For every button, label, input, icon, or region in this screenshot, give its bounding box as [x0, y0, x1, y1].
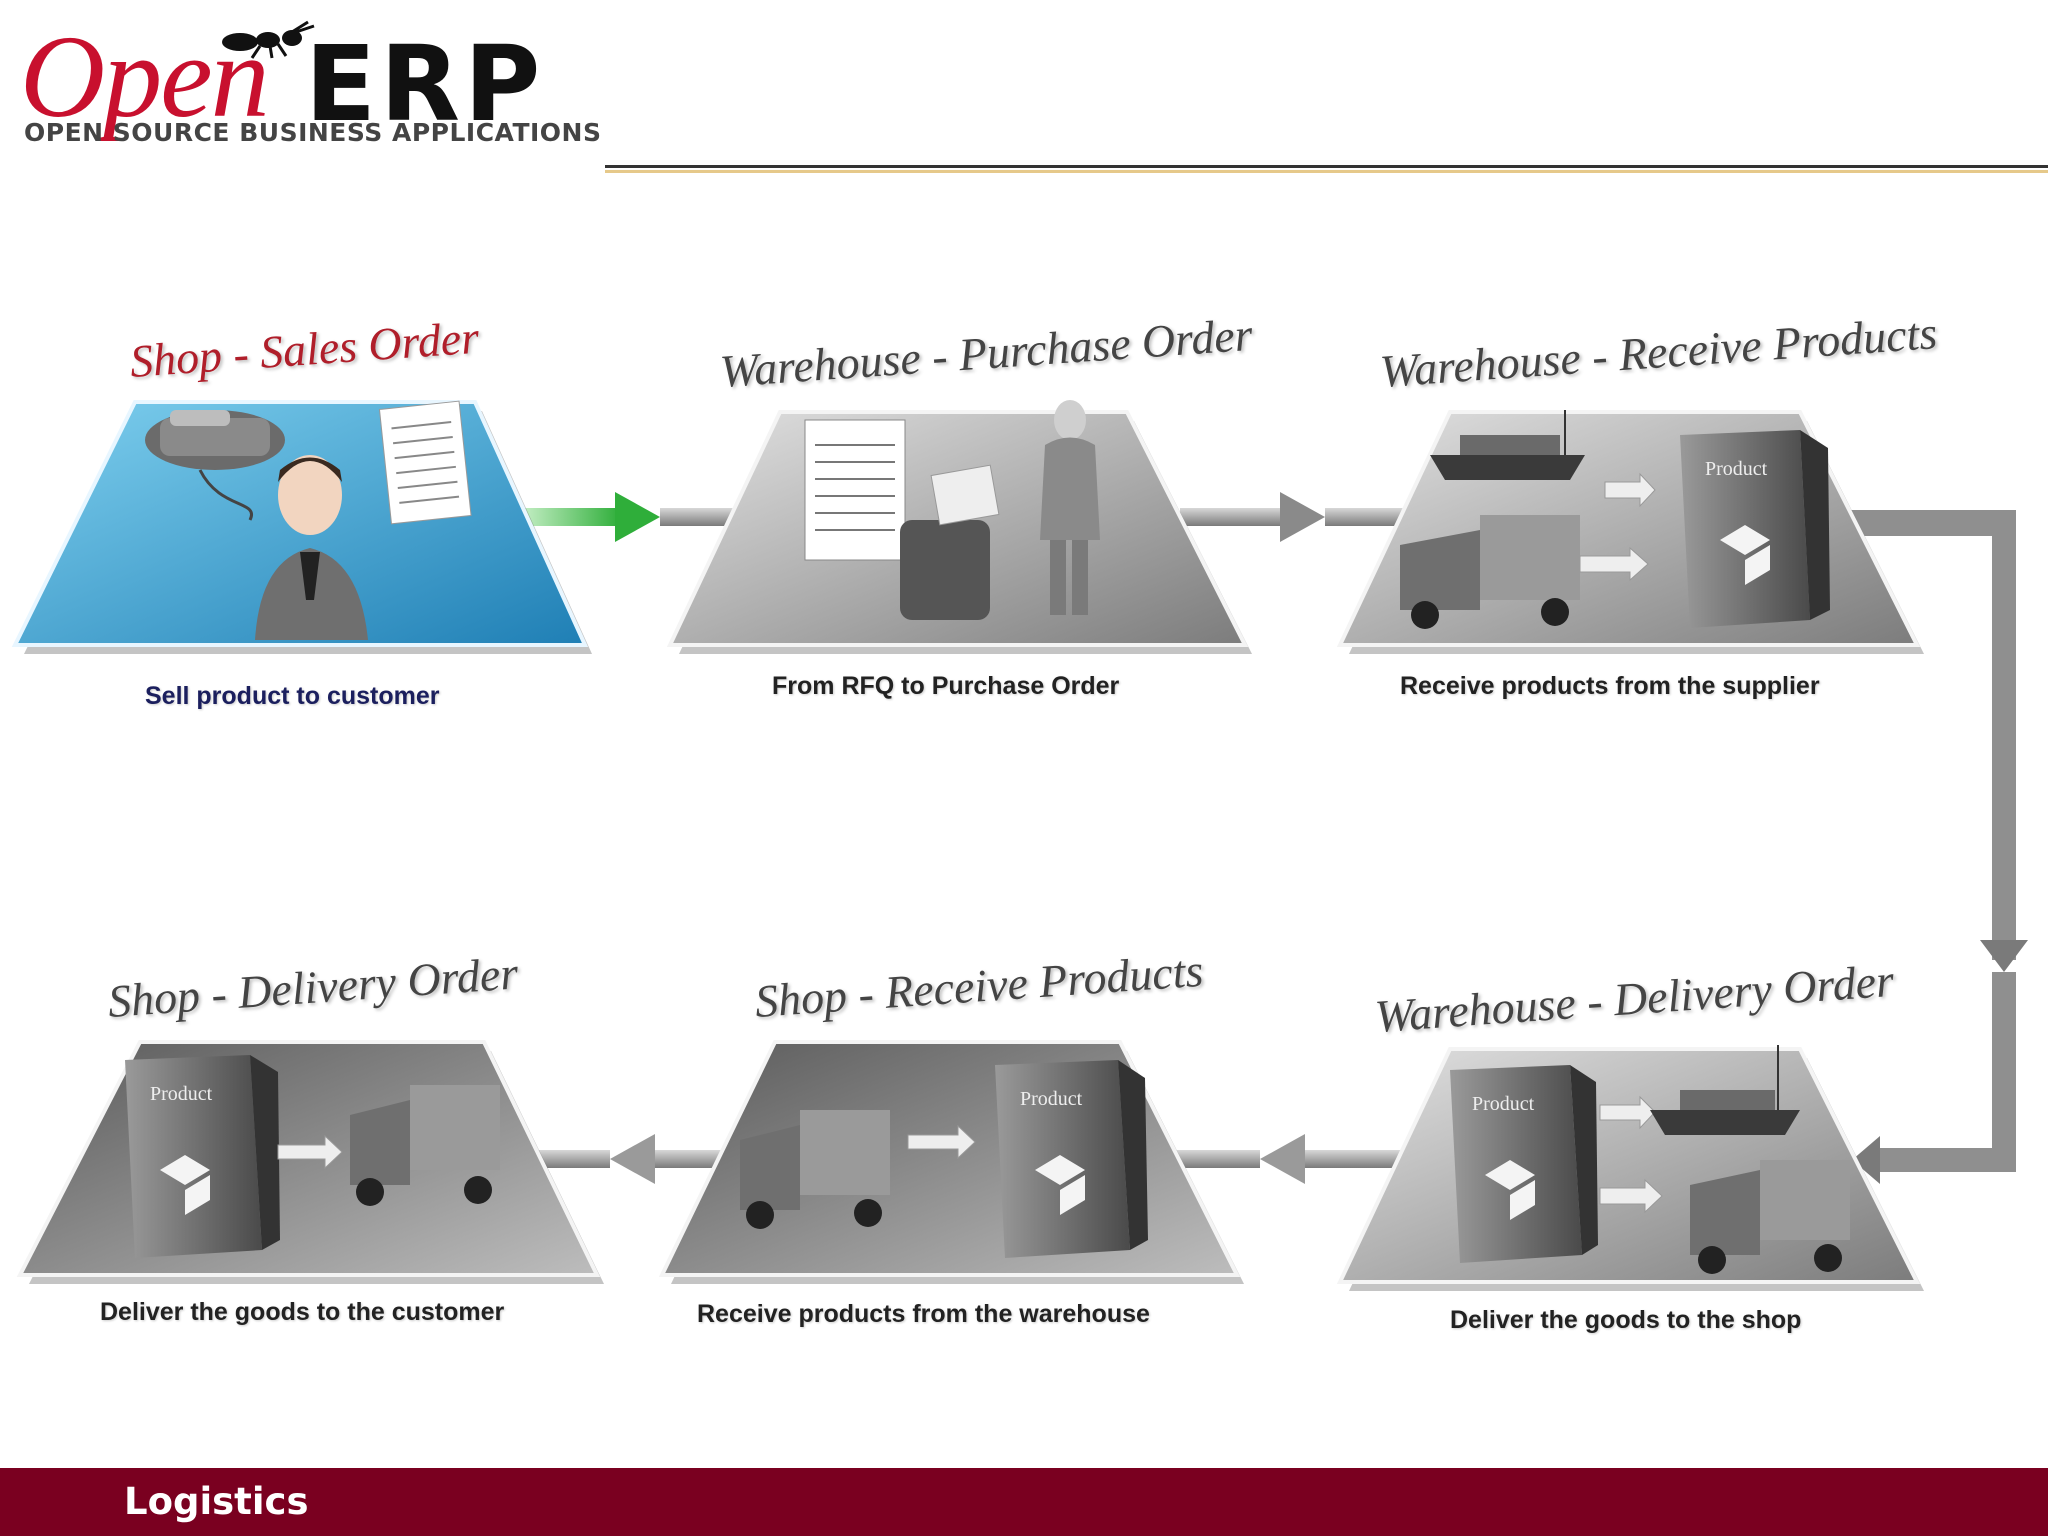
stage-panel-warehouse-receive-products: Product — [1336, 410, 1924, 654]
product-box-label: Product — [1020, 1088, 1083, 1110]
stage-caption-warehouse-delivery-order: Deliver the goods to the shop — [1450, 1306, 1802, 1334]
product-box-label: Product — [1705, 458, 1768, 480]
product-box-label: Product — [1472, 1093, 1535, 1115]
openerp-logo: Open ERP OPEN SOURCE BUSINESS APPLICATIO… — [20, 18, 640, 158]
rfq-document-icon — [804, 419, 906, 561]
arrow-1-to-2 — [520, 492, 745, 542]
stage-caption-warehouse-purchase-order: From RFQ to Purchase Order — [772, 672, 1120, 700]
businessman-icon — [1040, 400, 1100, 615]
truck-icon — [1690, 1160, 1850, 1274]
product-box-icon: Product — [1450, 1065, 1598, 1263]
arrow-2-to-3 — [1180, 492, 1405, 542]
document-icon — [378, 400, 472, 525]
cargo-ship-icon — [1430, 410, 1585, 480]
arrow-3-down-to-6 — [1840, 510, 2028, 1184]
logo-erp-text: ERP — [305, 23, 545, 145]
product-box-icon: Product — [1680, 430, 1830, 628]
cargo-ship-icon — [1650, 1045, 1800, 1135]
person-icon — [255, 455, 368, 640]
footer-bar: Logistics — [0, 1468, 2048, 1536]
stage-caption-shop-delivery-order: Deliver the goods to the customer — [100, 1298, 505, 1326]
header-divider — [605, 165, 2048, 168]
right-arrow-icon — [907, 1124, 976, 1160]
stage-panel-shop-delivery-order: Product — [16, 1040, 604, 1284]
product-box-label: Product — [150, 1083, 213, 1105]
logistics-flow-diagram: Product Product — [11, 400, 2028, 1291]
logo-tagline: OPEN SOURCE BUSINESS APPLICATIONS — [24, 118, 602, 147]
right-arrow-icon — [277, 1134, 343, 1170]
stage-panel-warehouse-purchase-order — [666, 400, 1252, 654]
right-arrow-icon — [1579, 472, 1656, 582]
arrow-6-to-5 — [1175, 1134, 1410, 1184]
stage-panel-shop-receive-products: Product — [658, 1040, 1244, 1284]
stage-caption-shop-sales-order: Sell product to customer — [145, 682, 440, 710]
truck-icon — [350, 1085, 500, 1206]
stage-panel-shop-sales-order — [11, 400, 592, 654]
footer-title: Logistics — [124, 1480, 309, 1523]
stage-caption-shop-receive-products: Receive products from the warehouse — [697, 1300, 1150, 1328]
stage-caption-warehouse-receive-products: Receive products from the supplier — [1400, 672, 1820, 700]
ant-icon — [222, 20, 315, 59]
product-box-icon: Product — [125, 1055, 280, 1258]
stage-panel-warehouse-delivery-order: Product — [1336, 1045, 1924, 1291]
right-arrow-icon — [1599, 1095, 1663, 1214]
truck-icon — [1400, 515, 1580, 629]
product-box-icon: Product — [995, 1060, 1148, 1258]
shredder-icon — [900, 464, 1000, 620]
telephone-icon — [145, 410, 285, 521]
header-divider-accent — [605, 170, 2048, 173]
truck-icon — [740, 1110, 890, 1229]
